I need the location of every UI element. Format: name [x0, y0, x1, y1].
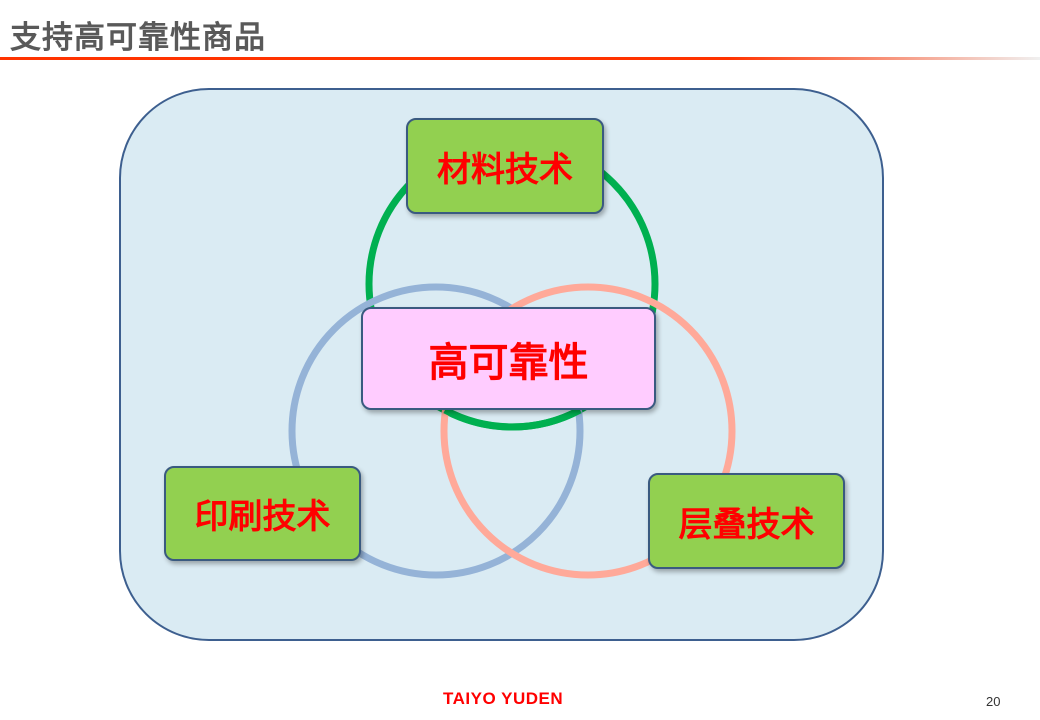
title-divider [0, 57, 1040, 60]
materials-circle-front-arc [443, 406, 582, 431]
company-logo: TAIYO YUDEN [443, 689, 564, 708]
stacking-circle [440, 283, 736, 579]
printing-circle [288, 283, 584, 579]
stacking-tech-box: 层叠技术 [648, 473, 845, 569]
high-reliability-box: 高可靠性 [361, 307, 656, 410]
page-title: 支持高可靠性商品 [10, 20, 266, 56]
materials-tech-box: 材料技术 [406, 118, 604, 214]
printing-tech-box: 印刷技术 [164, 466, 361, 561]
page-number: 20 [986, 694, 1001, 709]
